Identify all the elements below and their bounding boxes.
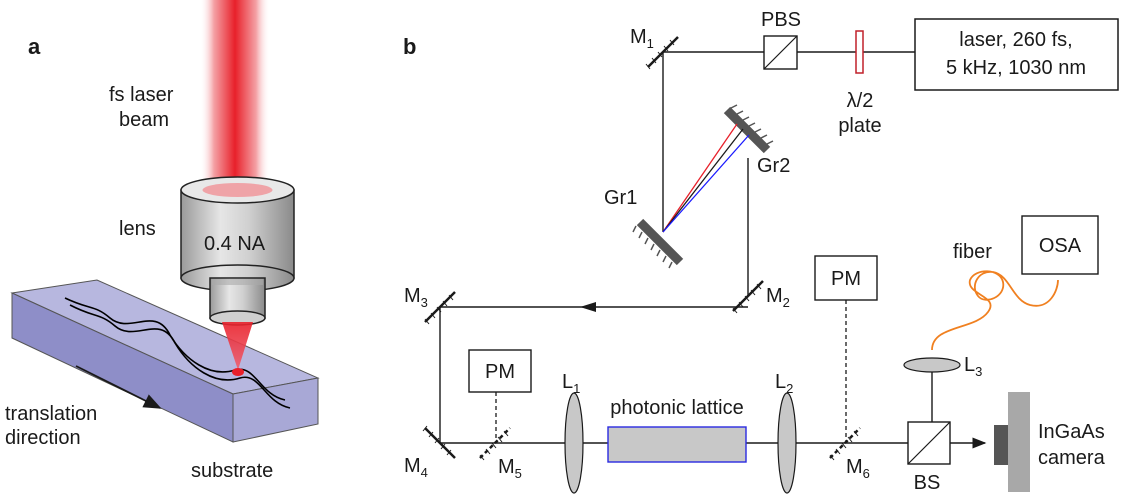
power-meter-left [468, 349, 532, 393]
photonic-lattice [607, 426, 747, 463]
lens-l3 [903, 357, 961, 373]
gr1-label: Gr1 [604, 187, 637, 209]
camera-label-1: InGaAs [1038, 421, 1105, 443]
translation-arrow [75, 365, 162, 409]
half-wave-plate [855, 30, 864, 74]
halfwave-label-1: λ/2 [847, 90, 874, 112]
mirror-m3 [424, 291, 456, 325]
substrate-label: substrate [191, 460, 273, 482]
photonic-lattice-label: photonic lattice [610, 397, 743, 419]
laser-label-1: laser, 260 fs, [959, 29, 1072, 51]
l3-label: L3 [964, 354, 982, 379]
red-component [662, 123, 738, 233]
mirror-m1 [645, 36, 679, 70]
lens-label: lens [119, 218, 156, 240]
m5-label: M5 [498, 456, 522, 481]
focal-spot [232, 368, 244, 376]
gr2-label: Gr2 [757, 155, 790, 177]
camera-label-2: camera [1038, 447, 1106, 469]
grating-gr2 [723, 104, 774, 154]
grating-gr1 [632, 218, 684, 269]
mirror-m5 [479, 427, 511, 461]
laser-box [914, 18, 1119, 91]
beam-spot [202, 183, 273, 197]
na-label: 0.4 NA [204, 233, 266, 255]
beam-label-1: fs laser [109, 84, 174, 106]
mirror-m4 [422, 425, 456, 459]
fiber [931, 270, 1059, 351]
ingaas-camera [994, 392, 1030, 492]
lens-l2 [777, 392, 797, 494]
osa-label: OSA [1039, 235, 1082, 257]
bs-label: BS [914, 472, 941, 494]
pbs-label: PBS [761, 9, 801, 31]
l2-label: L2 [775, 371, 793, 396]
substrate-block [10, 279, 320, 443]
osa-box [1021, 215, 1099, 275]
lens-l1 [564, 392, 584, 494]
translation-label-2: direction [5, 427, 81, 449]
m3-label: M3 [404, 285, 428, 310]
panel-a: a fs laser beam lens 0.4 NA [5, 0, 320, 482]
mirror-m2 [732, 280, 764, 314]
m1-label: M1 [630, 26, 654, 51]
translation-label-1: translation [5, 403, 97, 425]
waveguide-2 [69, 304, 291, 409]
halfwave-label-2: plate [838, 115, 881, 137]
pm-right-label: PM [831, 268, 861, 290]
l1-label: L1 [562, 371, 580, 396]
beam-direction-arrow [580, 302, 596, 312]
panel-b-letter: b [403, 34, 416, 59]
blue-component [662, 134, 750, 233]
m4-label: M4 [404, 455, 428, 480]
m6-label: M6 [846, 456, 870, 481]
mirror-m6 [829, 427, 861, 461]
laser-beam [200, 0, 270, 185]
power-meter-right [814, 255, 878, 301]
beam-label-2: beam [119, 109, 169, 131]
focused-beam [222, 322, 253, 370]
pm-left-label: PM [485, 361, 515, 383]
center-component [662, 128, 744, 233]
laser-label-2: 5 kHz, 1030 nm [946, 57, 1086, 79]
panel-b: b laser, 260 fs, 5 kHz, 1030 nm λ/2 plat… [403, 9, 1119, 494]
panel-a-letter: a [28, 34, 41, 59]
fiber-label: fiber [953, 241, 992, 263]
m2-label: M2 [766, 285, 790, 310]
